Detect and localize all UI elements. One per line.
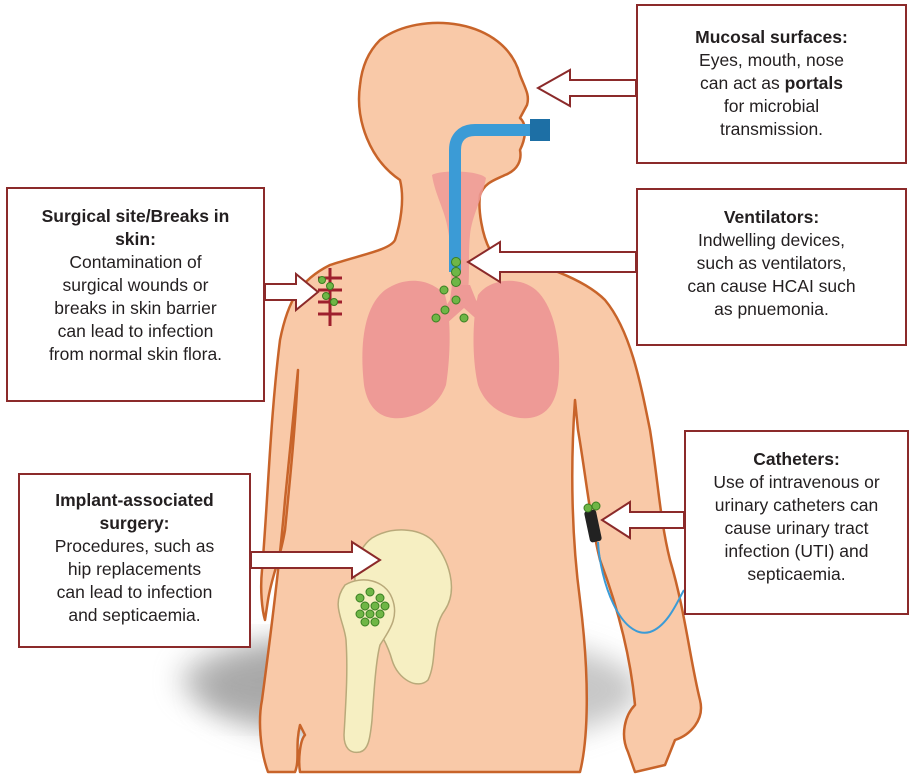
callout-implant-line: hip replacements bbox=[68, 559, 201, 579]
left-lung bbox=[362, 281, 449, 419]
arrow-mucosal bbox=[538, 70, 636, 106]
catheter-bacteria-1 bbox=[584, 504, 592, 512]
callout-surgical-line: Contamination of bbox=[69, 252, 201, 272]
callout-ventilators-title: Ventilators: bbox=[650, 206, 893, 229]
callout-implant-surgery: Implant-associated surgery: Procedures, … bbox=[18, 473, 251, 648]
callout-surgical-line: from normal skin flora. bbox=[49, 344, 222, 364]
ventilator-connector bbox=[530, 119, 550, 141]
callout-ventilators-line: such as ventilators, bbox=[697, 253, 847, 273]
callout-ventilators-line: can cause HCAI such bbox=[687, 276, 855, 296]
callout-surgical-line: can lead to infection bbox=[58, 321, 214, 341]
callout-mucosal-line3: for microbial bbox=[724, 96, 819, 116]
callout-catheters-title: Catheters: bbox=[698, 448, 895, 471]
callout-surgical-title-1: Surgical site/Breaks in bbox=[20, 205, 251, 228]
callout-mucosal-line1: Eyes, mouth, nose bbox=[699, 50, 844, 70]
callout-surgical-site: Surgical site/Breaks in skin: Contaminat… bbox=[6, 187, 265, 402]
callout-implant-line: and septicaemia. bbox=[68, 605, 200, 625]
callout-mucosal-title: Mucosal surfaces: bbox=[650, 26, 893, 49]
callout-ventilators-line: as pnuemonia. bbox=[714, 299, 829, 319]
callout-surgical-line: surgical wounds or bbox=[63, 275, 209, 295]
callout-catheters-line: septicaemia. bbox=[747, 564, 845, 584]
callout-implant-title-1: Implant-associated bbox=[32, 489, 237, 512]
callout-mucosal-surfaces: Mucosal surfaces: Eyes, mouth, nose can … bbox=[636, 4, 907, 164]
callout-surgical-title-2: skin: bbox=[20, 228, 251, 251]
callout-catheters-line: infection (UTI) and bbox=[725, 541, 869, 561]
callout-surgical-line: breaks in skin barrier bbox=[54, 298, 216, 318]
callout-mucosal-line2-pre: can act as bbox=[700, 73, 785, 93]
catheter-bacteria-2 bbox=[592, 502, 600, 510]
callout-mucosal-bold: portals bbox=[785, 73, 843, 93]
callout-implant-line: Procedures, such as bbox=[55, 536, 215, 556]
callout-catheters-line: cause urinary tract bbox=[725, 518, 869, 538]
callout-catheters: Catheters: Use of intravenous or urinary… bbox=[684, 430, 909, 615]
callout-catheters-line: Use of intravenous or bbox=[713, 472, 879, 492]
callout-catheters-line: urinary catheters can bbox=[715, 495, 878, 515]
callout-ventilators-line: Indwelling devices, bbox=[698, 230, 845, 250]
callout-ventilators: Ventilators: Indwelling devices, such as… bbox=[636, 188, 907, 346]
callout-mucosal-line4: transmission. bbox=[720, 119, 823, 139]
callout-implant-title-2: surgery: bbox=[32, 512, 237, 535]
callout-implant-line: can lead to infection bbox=[57, 582, 213, 602]
